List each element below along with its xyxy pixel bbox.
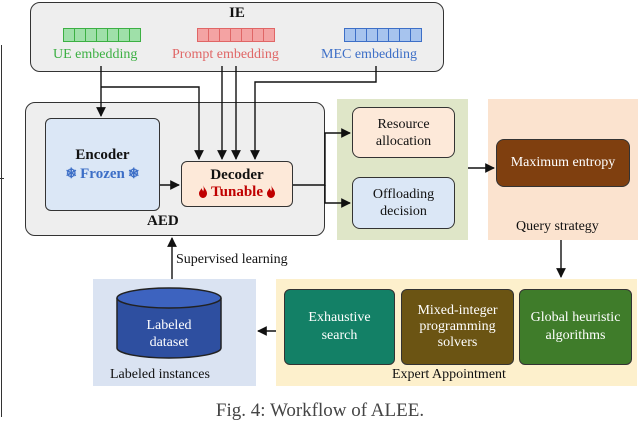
mip-line3: solvers: [437, 335, 478, 350]
encoder-box: Encoder ❄Frozen❄: [45, 118, 160, 211]
global-heuristic-box: Global heuristic algorithms: [519, 289, 632, 365]
ue-embedding-label: UE embedding: [53, 47, 138, 62]
maximum-entropy-box: Maximum entropy: [496, 139, 630, 187]
labeled-line2: dataset: [149, 335, 189, 350]
ue-embedding-cells: [63, 28, 141, 42]
aed-title: AED: [147, 213, 179, 229]
mec-embedding-cells: [344, 28, 422, 42]
left-edge-tick: [0, 178, 4, 179]
global-line2: algorithms: [545, 328, 606, 343]
encoder-state-row: ❄Frozen❄: [62, 166, 142, 183]
mip-line1: Mixed-integer: [417, 303, 498, 318]
exhaustive-line1: Exhaustive: [308, 310, 371, 325]
mixed-integer-box: Mixed-integer programming solvers: [401, 289, 514, 365]
prompt-embedding-label: Prompt embedding: [172, 47, 279, 62]
labeled-instances-caption: Labeled instances: [110, 367, 210, 382]
flame-icon: [266, 185, 275, 198]
decoder-state: Tunable: [211, 184, 263, 200]
supervised-learning-label: Supervised learning: [176, 252, 288, 267]
decoder-box: Decoder Tunable: [181, 161, 293, 207]
maximum-entropy-label: Maximum entropy: [510, 155, 616, 170]
resource-allocation-box: Resource allocation: [352, 107, 455, 158]
labeled-dataset-text: Labeled dataset: [115, 314, 223, 354]
encoder-title: Encoder: [75, 146, 130, 163]
labeled-line1: Labeled: [146, 318, 192, 333]
offloading-line2: decision: [380, 204, 427, 219]
mec-embedding-label: MEC embedding: [321, 47, 418, 62]
resource-line2: allocation: [375, 133, 432, 149]
prompt-embedding-cells: [197, 28, 275, 42]
exhaustive-search-box: Exhaustive search: [284, 289, 395, 365]
offloading-decision-box: Offloading decision: [352, 177, 455, 229]
exhaustive-line2: search: [321, 328, 358, 343]
decoder-state-row: Tunable: [195, 184, 279, 201]
global-line1: Global heuristic: [530, 310, 621, 325]
mip-line2: programming: [419, 319, 496, 334]
figure-caption: Fig. 4: Workflow of ALEE.: [215, 400, 425, 421]
left-edge-line: [1, 45, 2, 417]
offloading-line1: Offloading: [372, 187, 435, 202]
decoder-title: Decoder: [210, 167, 264, 183]
resource-line1: Resource: [377, 116, 430, 132]
expert-appointment-caption: Expert Appointment: [392, 367, 506, 382]
labeled-dataset-cylinder: [116, 287, 222, 359]
snowflake-icon: ❄: [127, 166, 140, 182]
flame-icon: [199, 185, 207, 198]
snowflake-icon: ❄: [65, 166, 78, 182]
query-strategy-caption: Query strategy: [516, 219, 599, 234]
ie-title: IE: [229, 5, 245, 21]
encoder-state: Frozen: [80, 165, 125, 182]
